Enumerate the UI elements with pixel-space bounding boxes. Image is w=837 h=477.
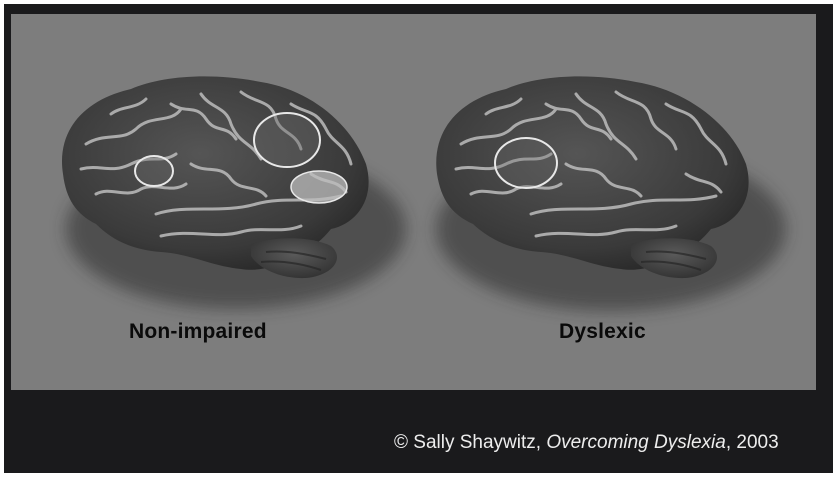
credit-prefix: © Sally Shaywitz, <box>394 432 546 453</box>
non-impaired-brain <box>62 76 406 309</box>
credit-book-title: Overcoming Dyslexia <box>546 432 726 453</box>
parieto-temporal-region-highlight <box>254 113 320 167</box>
frontal-region-highlight <box>135 156 173 186</box>
dyslexic-label: Dyslexic <box>559 320 646 344</box>
non-impaired-label: Non-impaired <box>129 320 267 344</box>
credit-suffix: , 2003 <box>726 432 779 453</box>
occipito-temporal-region-highlight <box>291 171 347 203</box>
frontal-region-highlight-dyslexic <box>495 138 557 188</box>
dyslexic-brain <box>436 76 786 311</box>
copyright-credit: © Sally Shaywitz, Overcoming Dyslexia, 2… <box>394 432 779 454</box>
brain-comparison-panel: Non-impaired Dyslexic <box>11 14 816 390</box>
figure-frame: Non-impaired Dyslexic © Sally Shaywitz, … <box>4 4 833 473</box>
